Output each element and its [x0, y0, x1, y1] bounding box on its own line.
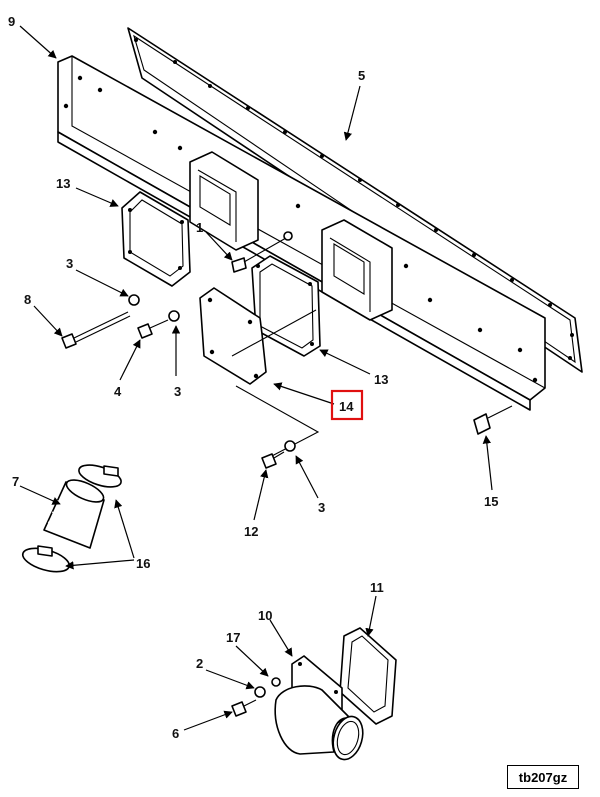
- callout-10: 10: [258, 608, 272, 623]
- long-capscrew-8: [61, 311, 131, 349]
- callout-9: 9: [8, 14, 15, 29]
- callout-7: 7: [12, 474, 19, 489]
- callout-13-right: 13: [374, 372, 388, 387]
- callout-2: 2: [196, 656, 203, 671]
- bellows-sleeve: [43, 479, 105, 549]
- washer-3c: [284, 440, 296, 452]
- clamp-lower: [21, 545, 71, 573]
- callout-1: 1: [196, 220, 203, 235]
- washer-3a: [128, 294, 140, 306]
- callout-3-lower: 3: [318, 500, 325, 515]
- callout-13-upper: 13: [56, 176, 70, 191]
- outlet-elbow: [274, 655, 364, 761]
- callout-3-upper: 3: [66, 256, 73, 271]
- cover-plate: [199, 287, 267, 385]
- cover-gasket-left: [121, 191, 191, 287]
- callout-14: 14: [339, 399, 354, 414]
- callout-4: 4: [114, 384, 122, 399]
- capscrew-1: [231, 231, 293, 273]
- callout-8: 8: [24, 292, 31, 307]
- callout-11: 11: [370, 580, 384, 595]
- callout-16: 16: [136, 556, 150, 571]
- outlet-gasket: [339, 627, 397, 725]
- capscrew-4: [137, 319, 169, 339]
- capscrew-15: [473, 405, 513, 435]
- callout-6: 6: [172, 726, 179, 741]
- callout-3-middle: 3: [174, 384, 181, 399]
- capscrew-12: [261, 451, 285, 469]
- callout-12: 12: [244, 524, 258, 539]
- callout-17: 17: [226, 630, 240, 645]
- washer-3b: [168, 310, 180, 322]
- highlight-box-14: [330, 389, 364, 421]
- callout-15: 15: [484, 494, 498, 509]
- callout-5: 5: [358, 68, 365, 83]
- capscrew-6: [231, 699, 257, 717]
- clamp-upper: [78, 464, 122, 488]
- washer-17: [271, 677, 281, 687]
- figure-id-label: tb207gz: [507, 765, 579, 789]
- washer-2: [254, 686, 266, 698]
